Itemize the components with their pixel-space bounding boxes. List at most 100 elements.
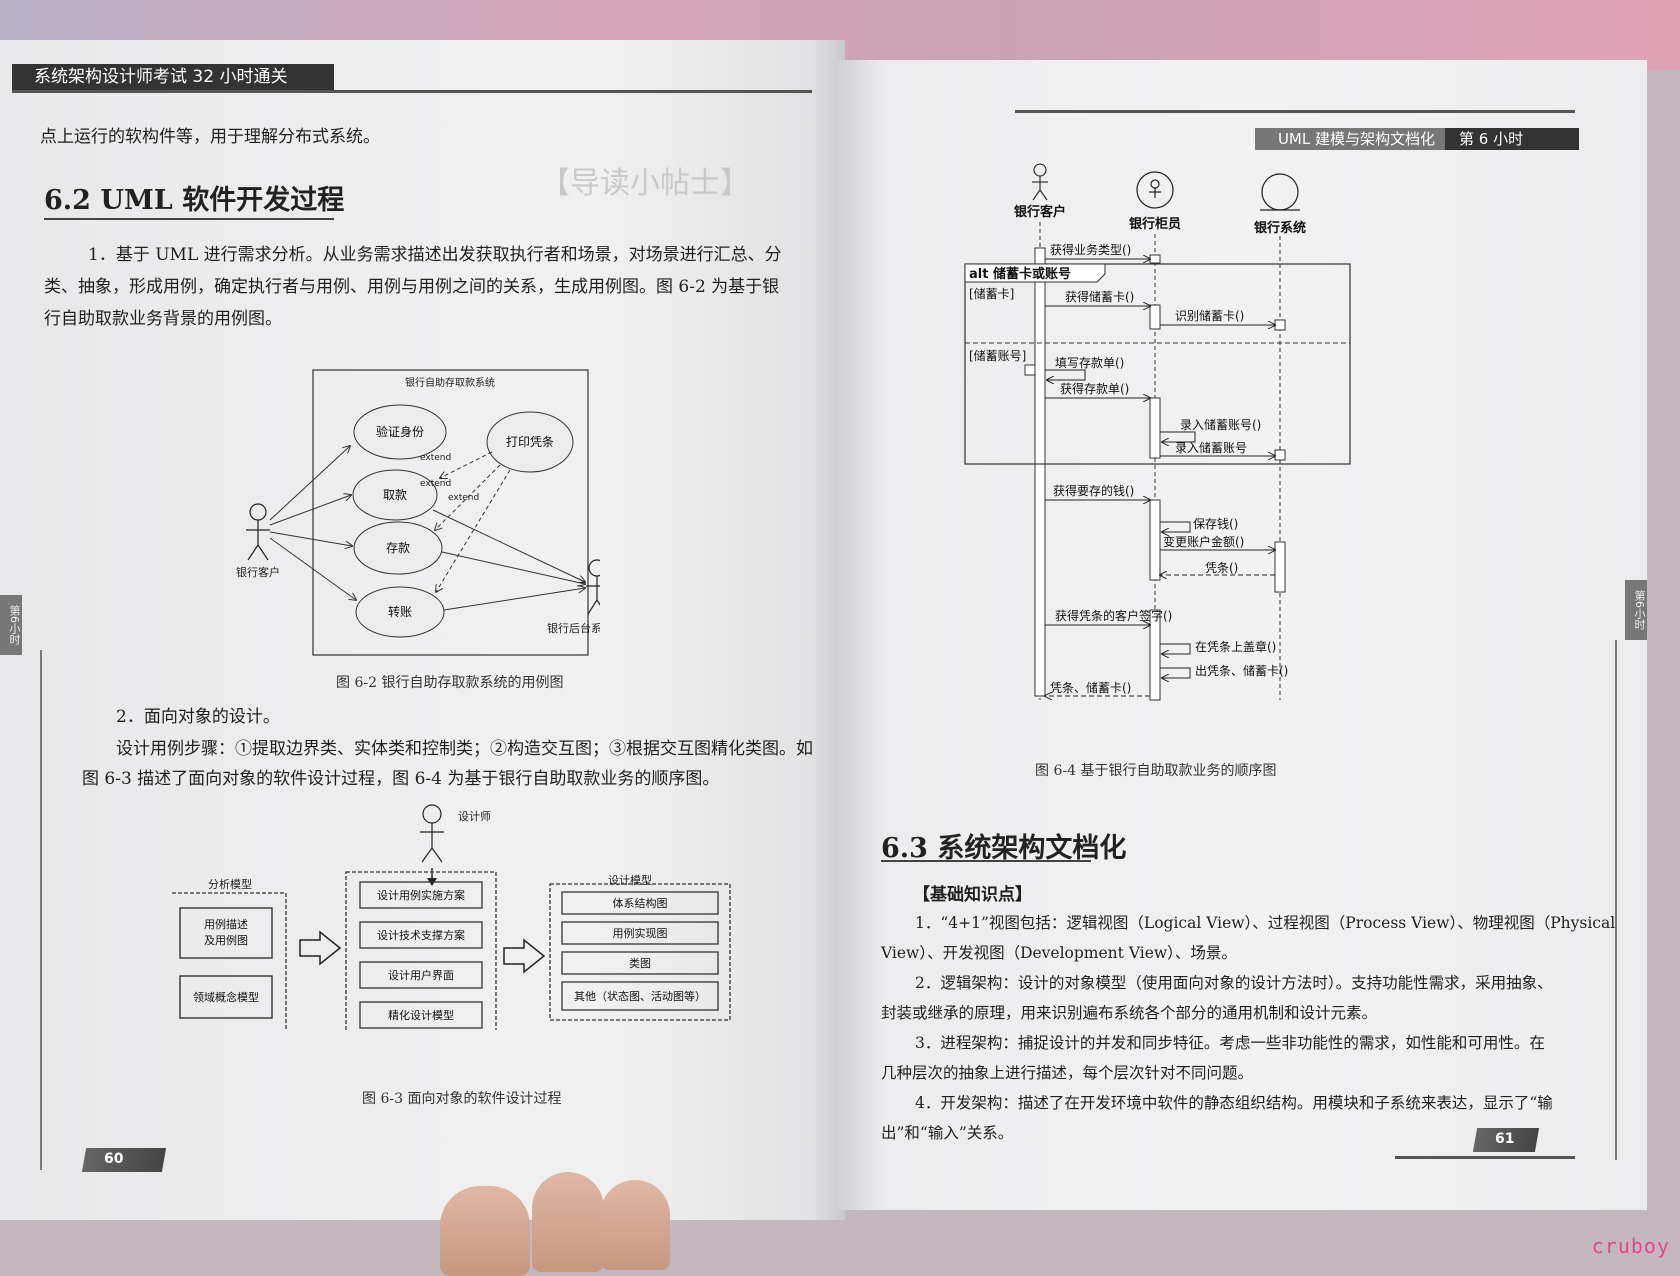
msg-3: 识别储蓄卡(): [1175, 308, 1244, 323]
middle-item-1: 设计用例实施方案: [377, 888, 465, 902]
analysis-item-usecase: 用例描述: [204, 917, 248, 931]
msg-11: 凭条(): [1205, 560, 1238, 575]
alt-frame: [964, 263, 1351, 465]
actor-customer-icon: [246, 503, 270, 561]
page-number-bg: [81, 1148, 167, 1172]
teller-actor-icon: [1136, 171, 1174, 209]
kp-line-3: 2．逻辑架构：设计的对象模型（使用面向对象的设计方法时）。支持功能性需求，采用抽…: [915, 974, 1553, 992]
side-rule-right: [1615, 640, 1617, 1160]
msg-8: 获得要存的钱(): [1053, 483, 1134, 498]
left-page: 系统架构设计师考试 32 小时通关 点上运行的软构件等，用于理解分布式系统。 6…: [0, 40, 845, 1220]
design-title: 设计模型: [608, 873, 652, 887]
msg-2: 获得储蓄卡(): [1065, 289, 1134, 304]
arrow-1: [299, 930, 342, 966]
fig2-caption: 图 6-2 银行自助存取款系统的用例图: [336, 675, 564, 691]
para2-title: 2．面向对象的设计。: [116, 707, 280, 727]
guard-card: [储蓄卡]: [969, 286, 1014, 301]
header-rule-right: [1015, 110, 1575, 113]
running-header: 系统架构设计师考试 32 小时通关: [12, 64, 334, 90]
use-case-verify: [353, 404, 447, 460]
lifeline-teller: 银行柜员: [1129, 216, 1181, 232]
footer-rule: [1395, 1156, 1575, 1159]
extend-label-2: extend: [420, 479, 451, 489]
use-case-diagram: 银行自助存取款系统 银行客户 银行后台系统 验证身份 取款 存款 转账 打印凭条: [236, 369, 600, 656]
extend-label-3: extend: [448, 493, 479, 503]
design-process-diagram: 设计师 分析模型 用例描述 及用例图 领域概念模型 设计用例实施方案 设计技术支…: [170, 804, 731, 1030]
kp-line-8: 出”和“输入”关系。: [881, 1124, 1014, 1142]
finger-2: [532, 1172, 604, 1272]
design-item-3: 类图: [629, 956, 651, 970]
lifeline-system: 银行系统: [1254, 220, 1306, 236]
para1-line3: 行自助取款业务背景的用例图。: [44, 309, 282, 329]
kp-line-5: 3．进程架构：捕捉设计的并发和同步特征。考虑一些非功能性的需求，如性能和可用性。…: [915, 1034, 1545, 1052]
system-boundary: [312, 369, 589, 656]
fig3-caption: 图 6-3 面向对象的软件设计过程: [362, 1091, 562, 1107]
fig4-caption: 图 6-4 基于银行自助取款业务的顺序图: [1035, 763, 1277, 779]
middle-item-4: 精化设计模型: [388, 1008, 454, 1022]
para2-line2: 图 6-3 描述了面向对象的软件设计过程，图 6-4 为基于银行自助取款业务的顺…: [82, 769, 720, 789]
page-number: 60: [104, 1151, 124, 1167]
watermark: cruboy: [1591, 1234, 1670, 1258]
customer-actor-icon: [1032, 163, 1048, 201]
header-rule: [12, 90, 812, 93]
msg-5: 获得存款单(): [1060, 381, 1129, 396]
design-item-1: 体系结构图: [613, 896, 668, 910]
use-case-verify-label: 验证身份: [376, 424, 424, 439]
middle-items: 设计用例实施方案 设计技术支撑方案 设计用户界面 精化设计模型: [359, 881, 483, 1029]
intro-line: 点上运行的软构件等，用于理解分布式系统。: [40, 127, 380, 147]
msg-9: 保存钱(): [1193, 516, 1238, 531]
use-case-deposit-label: 存款: [386, 541, 410, 555]
page-number-right: 61: [1495, 1131, 1515, 1147]
para1-line2: 类、抽象，形成用例，确定执行者与用例、用例与用例之间的关系，生成用例图。图 6-…: [44, 277, 780, 297]
system-name: 银行自助存取款系统: [405, 376, 495, 389]
use-case-withdraw: [352, 469, 438, 521]
sequence-diagram: 银行客户 银行柜员 银行系统: [964, 163, 1351, 701]
use-case-print: [486, 411, 574, 473]
msg-7: 录入储蓄账号: [1175, 440, 1247, 455]
side-tab-right: 第6小时: [1625, 580, 1647, 640]
middle-item-2: 设计技术支撑方案: [377, 928, 465, 942]
side-tab-left: 第6小时: [0, 595, 22, 655]
lifeline-customer: 银行客户: [1014, 204, 1066, 220]
msg-12: 获得凭条的客户签字(): [1055, 608, 1172, 623]
arrow-2: [503, 938, 546, 974]
knowledge-title: 【基础知识点】: [913, 885, 1032, 905]
use-case-print-label: 打印凭条: [506, 434, 554, 449]
kp-line-1: 1．“4+1”视图包括：逻辑视图（Logical View）、过程视图（Proc…: [915, 914, 1616, 932]
running-header-hour: 第 6 小时: [1445, 128, 1579, 150]
designer-icon: [420, 804, 444, 863]
finger-1: [440, 1186, 530, 1276]
section-underline-right: [881, 860, 1091, 862]
kp-line-6: 几种层次的抽象上进行描述，每个层次针对不同问题。: [881, 1064, 1254, 1082]
guard-account: [储蓄账号]: [969, 348, 1026, 363]
msg-1: 获得业务类型(): [1050, 242, 1131, 257]
section-title: 6.2 UML 软件开发过程: [44, 185, 345, 216]
analysis-item-usecase-2: 及用例图: [204, 933, 248, 947]
side-rule-left: [40, 650, 42, 1170]
msg-13: 在凭条上盖章(): [1195, 639, 1276, 654]
use-case-deposit: [353, 521, 443, 575]
design-item-4: 其他（状态图、活动图等）: [574, 989, 706, 1003]
design-items: 体系结构图 用例实现图 类图 其他（状态图、活动图等）: [561, 891, 719, 1011]
design-item-2: 用例实现图: [613, 926, 668, 940]
finger-3: [600, 1180, 670, 1270]
actor-backend-label: 银行后台系统: [547, 621, 600, 635]
use-case-withdraw-label: 取款: [383, 488, 407, 502]
use-case-transfer: [355, 586, 445, 638]
msg-6: 录入储蓄账号(): [1180, 417, 1261, 432]
actor-customer-label: 银行客户: [236, 565, 280, 579]
right-page: UML 建模与架构文档化 第 6 小时 银行客户 银行柜员 银行系统: [835, 60, 1647, 1210]
use-case-transfer-label: 转账: [388, 604, 412, 619]
running-header-title: UML 建模与架构文档化: [1255, 128, 1445, 150]
msg-10: 变更账户金额(): [1163, 534, 1244, 549]
background-stamp: 【导读小帖士】: [540, 166, 750, 201]
kp-line-7: 4．开发架构：描述了在开发环境中软件的静态组织结构。用模块和子系统来表达，显示了…: [915, 1094, 1553, 1112]
msg-4: 填写存款单(): [1055, 356, 1124, 370]
alt-label: alt 储蓄卡或账号: [969, 266, 1071, 282]
designer-label: 设计师: [458, 810, 491, 823]
msg-15: 凭条、储蓄卡(): [1050, 680, 1131, 695]
kp-line-4: 封装或继承的原理，用来识别遍布系统各个部分的通用机制和设计元素。: [881, 1004, 1378, 1022]
kp-line-2: View）、开发视图（Development View）、场景。: [881, 944, 1237, 962]
system-entity-icon: [1260, 173, 1300, 211]
section-underline: [44, 218, 334, 220]
